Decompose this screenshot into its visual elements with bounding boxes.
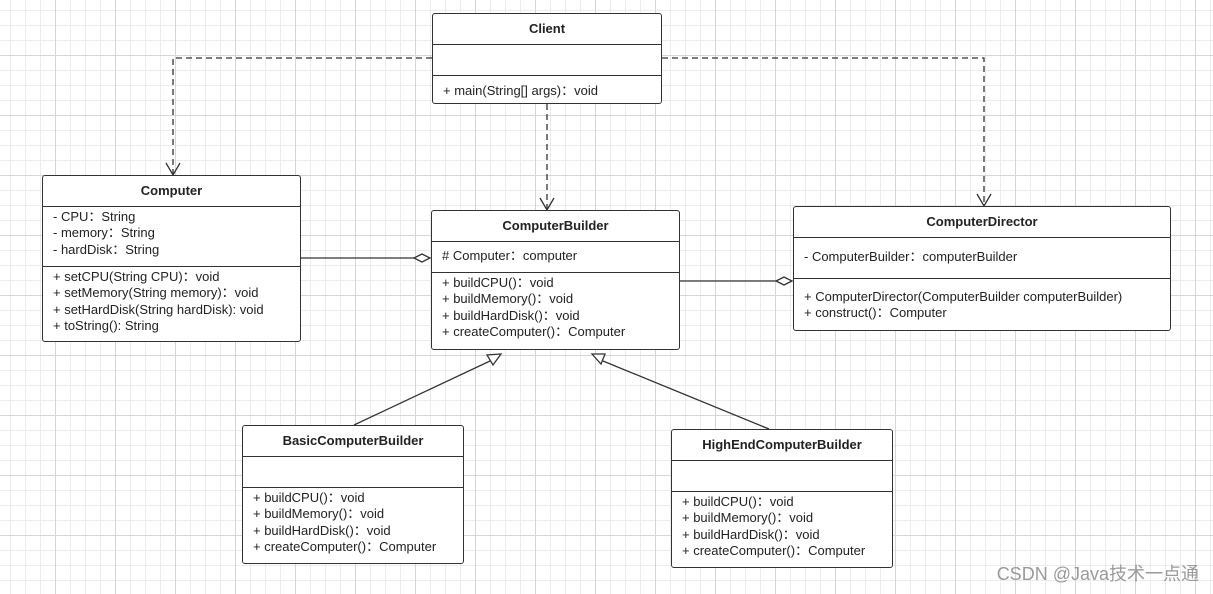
method: + setMemory(String memory)：void	[53, 285, 259, 301]
attributes-section: # Computer：computer	[432, 242, 679, 272]
methods-section: + main(String[] args)：void	[433, 75, 661, 101]
attributes-section: - CPU：String - memory：String - hardDisk：…	[43, 207, 300, 266]
method: + buildCPU()：void	[682, 494, 794, 509]
attributes-section: - ComputerBuilder：computerBuilder	[794, 238, 1170, 278]
method: + buildMemory()：void	[682, 510, 814, 526]
class-computer-director[interactable]: ComputerDirector - ComputerBuilder：compu…	[793, 206, 1171, 331]
attribute: - ComputerBuilder：computerBuilder	[804, 249, 1018, 264]
methods-section: + setCPU(String CPU)：void + setMemory(St…	[43, 266, 300, 336]
class-name: Computer	[43, 176, 300, 207]
method: + createComputer()：Computer	[442, 323, 626, 339]
method: + construct()：Computer	[804, 305, 947, 321]
attribute: - memory：String	[53, 225, 155, 241]
generalization-basic-builder	[353, 360, 491, 426]
method: + buildCPU()：void	[253, 490, 365, 505]
class-basic-computer-builder[interactable]: BasicComputerBuilder + buildCPU()：void +…	[242, 425, 464, 564]
methods-section: + buildCPU()：void + buildMemory()：void +…	[432, 272, 679, 342]
class-computer-builder[interactable]: ComputerBuilder # Computer：computer + bu…	[431, 210, 680, 350]
method: + buildMemory()：void	[253, 506, 385, 522]
method: + ComputerDirector(ComputerBuilder compu…	[804, 289, 1123, 304]
attributes-section	[243, 457, 463, 487]
dependency-client-director	[662, 57, 985, 206]
attribute: - CPU：String	[53, 209, 136, 224]
aggregation-diamond-left	[412, 253, 432, 263]
generalization-triangle-right	[590, 353, 606, 366]
attribute: - hardDisk：String	[53, 241, 160, 257]
method: + buildHardDisk()：void	[442, 307, 580, 323]
method: + setCPU(String CPU)：void	[53, 269, 220, 284]
watermark: CSDN @Java技术一点通	[996, 564, 1199, 584]
method: + createComputer()：Computer	[682, 542, 866, 558]
method: + buildHardDisk()：void	[682, 526, 820, 542]
class-name: ComputerBuilder	[432, 211, 679, 242]
methods-section: + buildCPU()：void + buildMemory()：void +…	[672, 491, 892, 561]
class-name: ComputerDirector	[794, 207, 1170, 238]
method: + createComputer()：Computer	[253, 538, 437, 554]
method: + buildHardDisk()：void	[253, 522, 391, 538]
method: + buildMemory()：void	[442, 291, 574, 307]
method: + setHardDisk(String hardDisk): void	[53, 301, 264, 317]
class-client[interactable]: Client + main(String[] args)：void	[432, 13, 662, 104]
attributes-section	[672, 461, 892, 491]
attributes-section	[433, 45, 661, 75]
generalization-triangle-left	[485, 353, 503, 367]
attribute: # Computer：computer	[442, 248, 578, 263]
class-name: Client	[433, 14, 661, 45]
method: + main(String[] args)：void	[443, 83, 598, 98]
methods-section: + ComputerDirector(ComputerBuilder compu…	[794, 278, 1170, 324]
method: + buildCPU()：void	[442, 275, 554, 290]
method: + toString(): String	[53, 317, 159, 333]
generalization-highend-builder	[602, 360, 770, 430]
class-name: HighEndComputerBuilder	[672, 430, 892, 461]
dependency-client-computer	[172, 57, 432, 175]
class-computer[interactable]: Computer - CPU：String - memory：String - …	[42, 175, 301, 342]
class-name: BasicComputerBuilder	[243, 426, 463, 457]
class-highend-computer-builder[interactable]: HighEndComputerBuilder + buildCPU()：void…	[671, 429, 893, 568]
aggregation-diamond-right	[774, 276, 794, 286]
methods-section: + buildCPU()：void + buildMemory()：void +…	[243, 487, 463, 557]
